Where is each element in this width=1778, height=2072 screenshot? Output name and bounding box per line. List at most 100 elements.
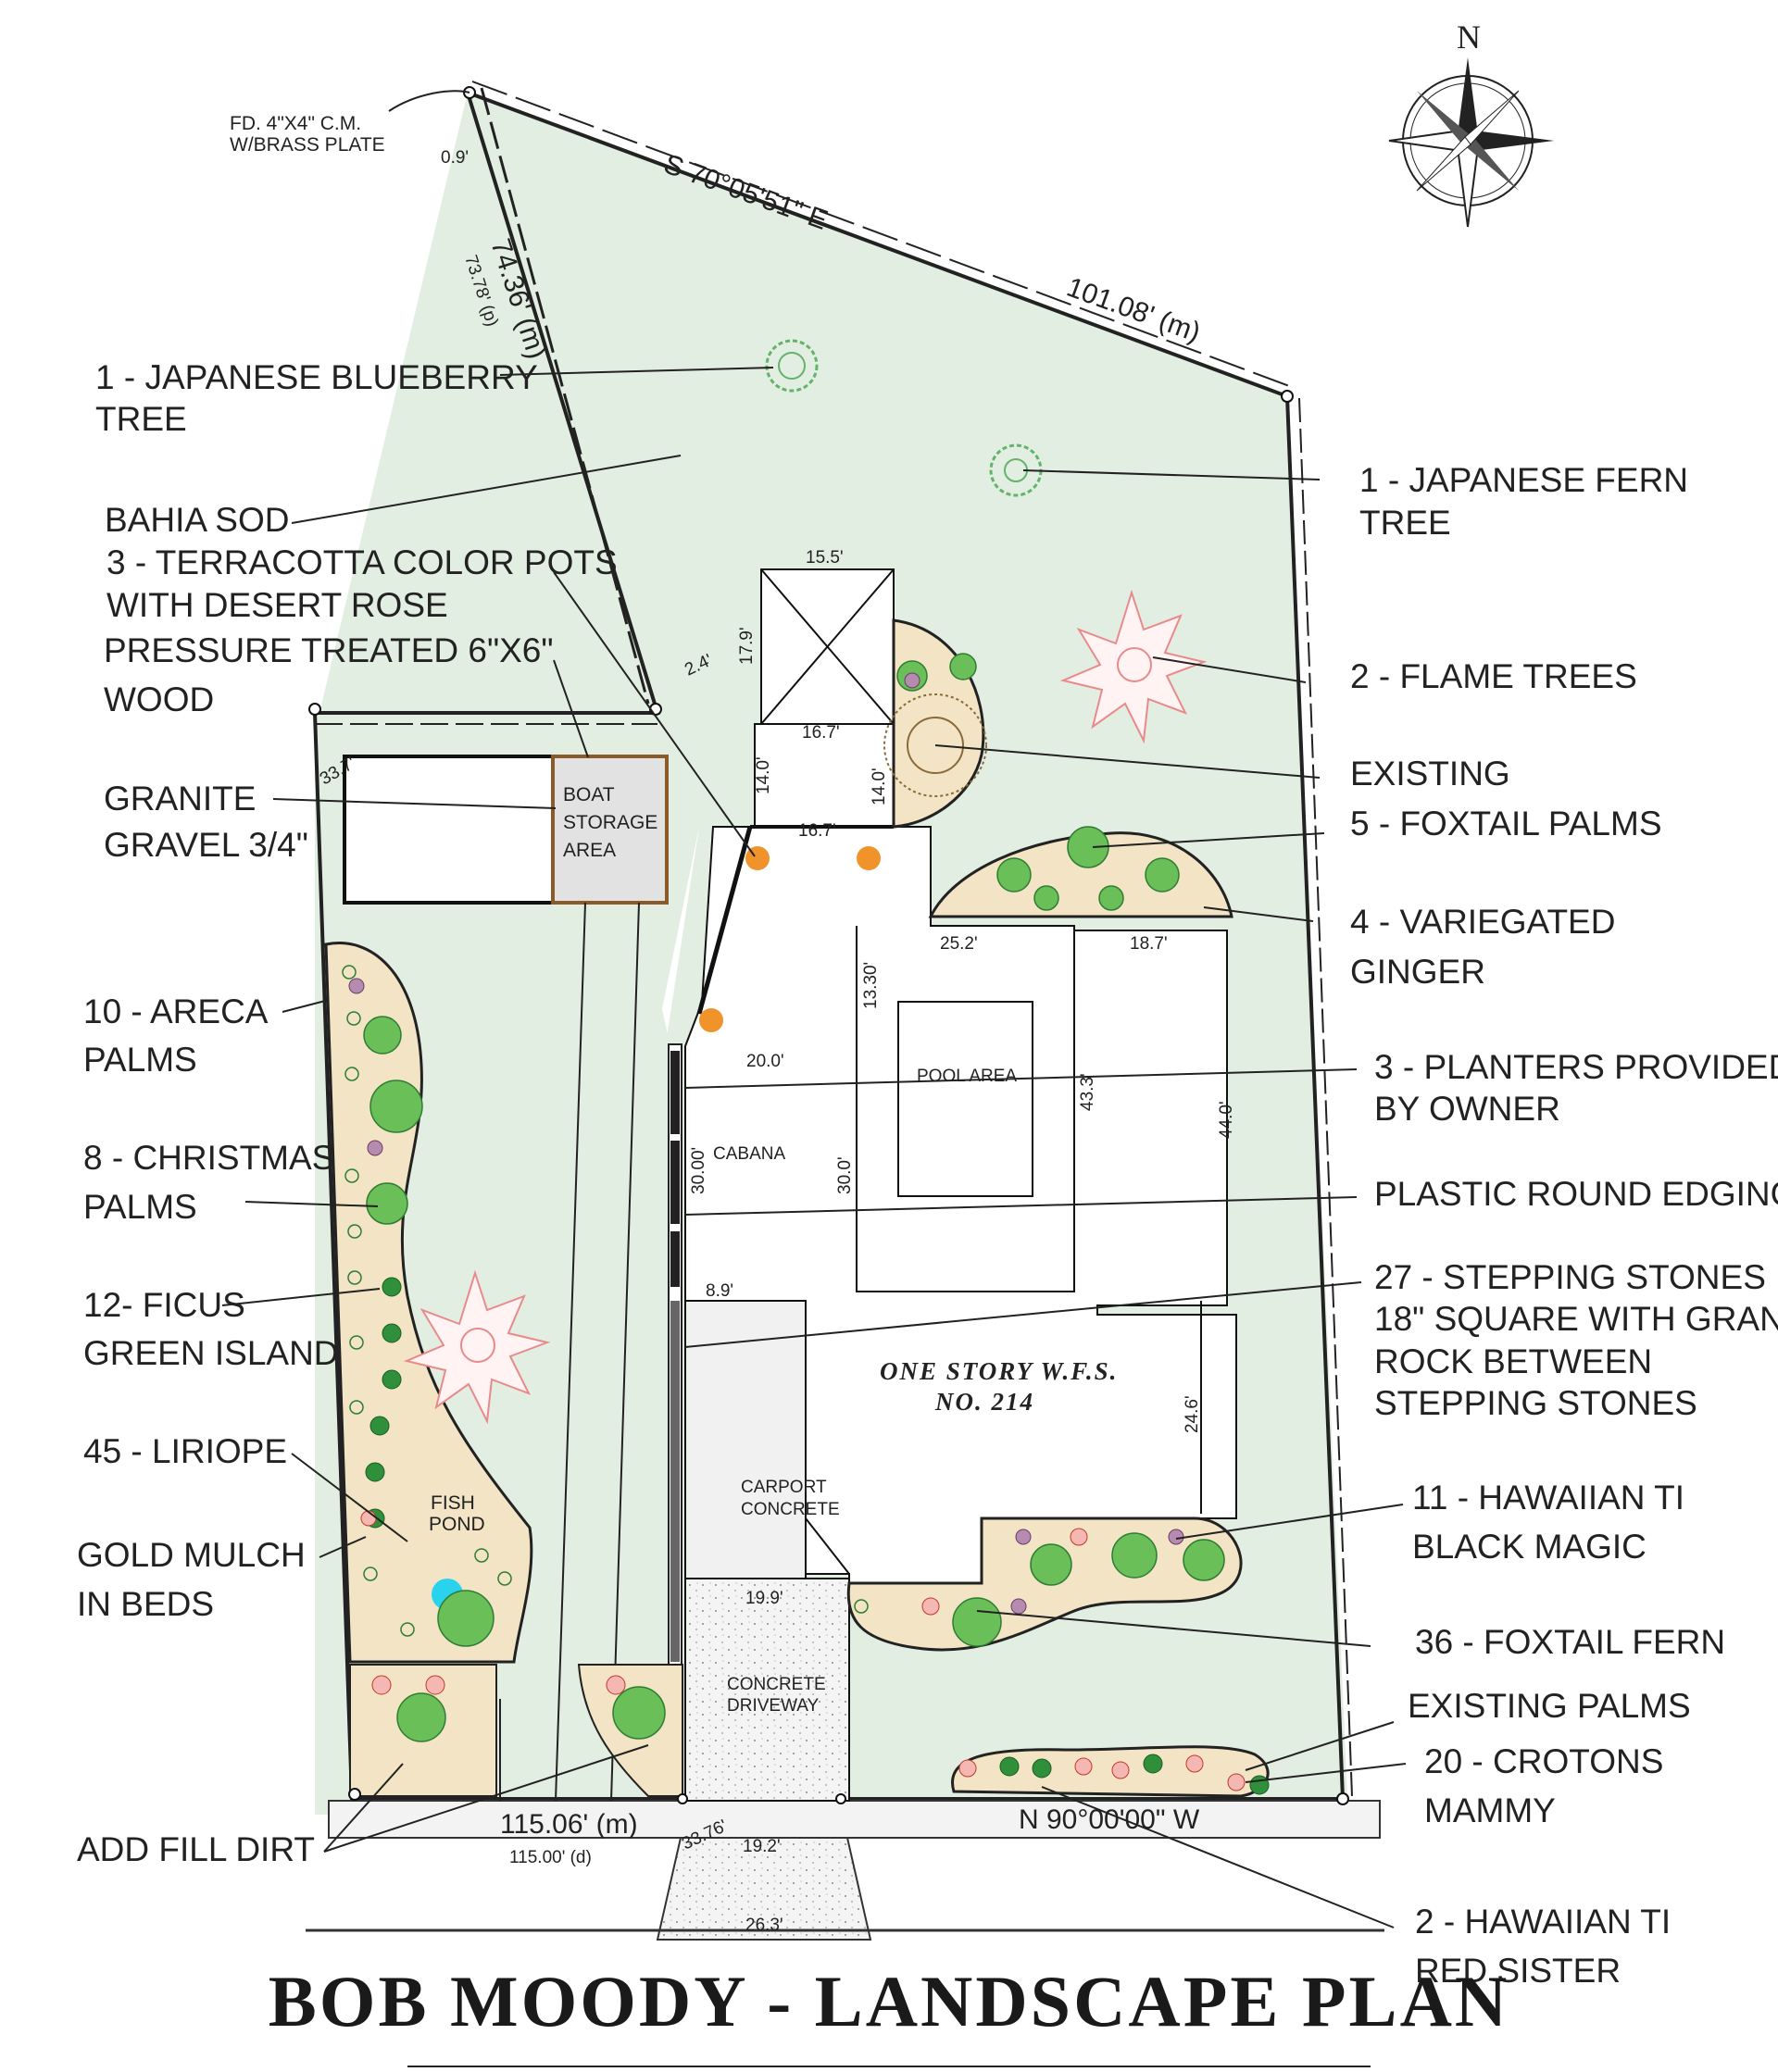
leader-planters — [684, 1068, 1358, 1089]
callout-areca: 10 - ARECA — [83, 992, 269, 1030]
planter-box — [670, 1051, 680, 1134]
flame-tree — [1059, 589, 1208, 744]
callout-foxtail-palms: 5 - FOXTAIL PALMS — [1350, 805, 1662, 843]
callout-ficus: GREEN ISLAND — [83, 1334, 339, 1372]
carport-label: CONCRETE — [741, 1500, 840, 1519]
north-arrow-icon — [1388, 57, 1554, 228]
leader-areca — [282, 999, 330, 1013]
dimension-label: 19.9' — [745, 1589, 783, 1608]
leader-crotons — [1245, 1763, 1407, 1783]
callout-gold-mulch: IN BEDS — [77, 1585, 214, 1623]
dimension-label: 15.5' — [806, 548, 844, 568]
dimension-label: 43.3' — [1078, 1073, 1097, 1111]
callout-granite: GRANITE — [104, 780, 256, 818]
callout-crotons: 20 - CROTONS — [1424, 1742, 1663, 1780]
callout-fill-dirt: ADD FILL DIRT — [77, 1830, 315, 1868]
leader-christmas — [244, 1201, 379, 1207]
callout-christmas: PALMS — [83, 1188, 197, 1226]
callout-christmas: 8 - CHRISTMAS — [83, 1139, 334, 1177]
dimension-label: 14.0' — [754, 756, 773, 794]
fish-pond-label: POND — [429, 1514, 485, 1535]
driveway-label: DRIVEWAY — [727, 1696, 820, 1716]
carport-concrete — [684, 1300, 807, 1579]
dimension-label: 8.9' — [706, 1281, 733, 1301]
dimension-label: 17.9' — [737, 627, 757, 665]
leader-ginger — [1203, 906, 1314, 922]
leader-fern-tree — [1022, 469, 1321, 481]
callout-stepping-stones: ROCK BETWEEN — [1374, 1342, 1652, 1380]
hawaiian-ti-black-magic — [348, 672, 1184, 1615]
dimension-label: 30.0' — [835, 1156, 855, 1194]
callout-blueberry: 1 - JAPANESE BLUEBERRY — [95, 358, 538, 396]
concrete-driveway — [684, 1578, 850, 1802]
dimension-label: 24.6' — [1183, 1395, 1202, 1433]
fence-line-west — [480, 87, 650, 705]
driveway-apron — [656, 1837, 872, 1941]
callout-pressure-wood: PRESSURE TREATED 6"X6" — [104, 631, 553, 669]
callout-ficus: 12- FICUS — [83, 1286, 245, 1324]
monument-note-line: W/BRASS PLATE — [230, 134, 385, 156]
leader-edging — [684, 1196, 1358, 1216]
croton-cluster — [360, 1510, 1246, 1791]
leader-terracotta — [553, 571, 756, 857]
leader-ti-red-sister — [1041, 1786, 1395, 1928]
carport-label: CARPORT — [741, 1478, 827, 1497]
callout-ti-black-magic: 11 - HAWAIIAN TI — [1412, 1479, 1684, 1517]
leader-fill-dirt — [323, 1763, 404, 1853]
leader-fill-dirt — [323, 1744, 649, 1853]
callout-stepping-stones: STEPPING STONES — [1374, 1384, 1697, 1422]
mulch-bed-ginger — [928, 831, 1233, 918]
monument-leader — [388, 90, 470, 112]
fence-line-north — [471, 81, 1293, 388]
gazebo-cross-line — [760, 568, 895, 725]
boat-storage-area — [551, 755, 669, 905]
leader-foxtail — [1092, 832, 1325, 848]
house-pool-outline — [856, 926, 1075, 1292]
leader-stepping-stones — [684, 1281, 1362, 1348]
leader-flame-trees — [1152, 656, 1307, 683]
stepping-stones — [670, 1301, 680, 1662]
leader-foxtail-fern — [976, 1610, 1371, 1647]
dimension-label: 25.2' — [940, 934, 978, 954]
leader-gold-mulch — [319, 1536, 367, 1558]
leader-blueberry — [499, 367, 774, 376]
monument-note-line: FD. 4"X4" C.M. — [230, 113, 361, 134]
terracotta-pot — [699, 1008, 723, 1032]
cabana-label: CABANA — [713, 1144, 785, 1164]
fish-pond-label: FISH — [431, 1492, 475, 1514]
callout-crotons: MAMMY — [1424, 1791, 1556, 1829]
boat-storage-label: AREA — [563, 840, 616, 861]
sidewalk — [328, 1800, 1381, 1839]
callout-blueberry: TREE — [95, 400, 187, 438]
dist-bottom-d-label: 115.00' (d) — [509, 1848, 592, 1867]
callout-flame-trees: 2 - FLAME TREES — [1350, 657, 1637, 695]
planter-box — [670, 1231, 680, 1287]
bearing-bottom-label: N 90°00'00" W — [1019, 1804, 1200, 1835]
callout-stepping-stones: 18" SQUARE WITH GRANITE — [1374, 1300, 1778, 1338]
dist-bottom-m-label: 115.06' (m) — [500, 1809, 638, 1840]
callout-liriope: 45 - LIRIOPE — [83, 1432, 287, 1470]
plan-title: BOB MOODY - LANDSCAPE PLAN — [269, 1961, 1509, 2041]
callout-ginger: 4 - VARIEGATED — [1350, 903, 1615, 941]
gravel-pad — [343, 755, 555, 905]
dimension-label: 18.7' — [1130, 934, 1168, 954]
leader-existing — [934, 744, 1321, 779]
dimension-label: 19.2' — [743, 1837, 781, 1856]
callout-ti-black-magic: BLACK MAGIC — [1412, 1528, 1647, 1566]
boat-storage-label: STORAGE — [563, 812, 657, 833]
japanese-blueberry-tree — [765, 339, 819, 393]
dimension-label: 13.30' — [861, 962, 881, 1009]
callout-planters: BY OWNER — [1374, 1090, 1560, 1128]
callout-edging: PLASTIC ROUND EDGING — [1374, 1175, 1778, 1213]
dimension-label: 20.0' — [746, 1052, 784, 1071]
leader-ficus — [221, 1288, 381, 1306]
dimension-label: 26.3' — [745, 1916, 783, 1935]
callout-existing-palms: EXISTING PALMS — [1408, 1687, 1691, 1725]
callout-foxtail-fern: 36 - FOXTAIL FERN — [1415, 1623, 1725, 1661]
north-label: N — [1457, 19, 1481, 56]
leader-liriope — [291, 1453, 408, 1542]
callout-granite: GRAVEL 3/4" — [104, 826, 308, 864]
driveway-label: CONCRETE — [727, 1675, 826, 1694]
callout-ti-red-sister: RED SISTER — [1415, 1952, 1621, 1990]
